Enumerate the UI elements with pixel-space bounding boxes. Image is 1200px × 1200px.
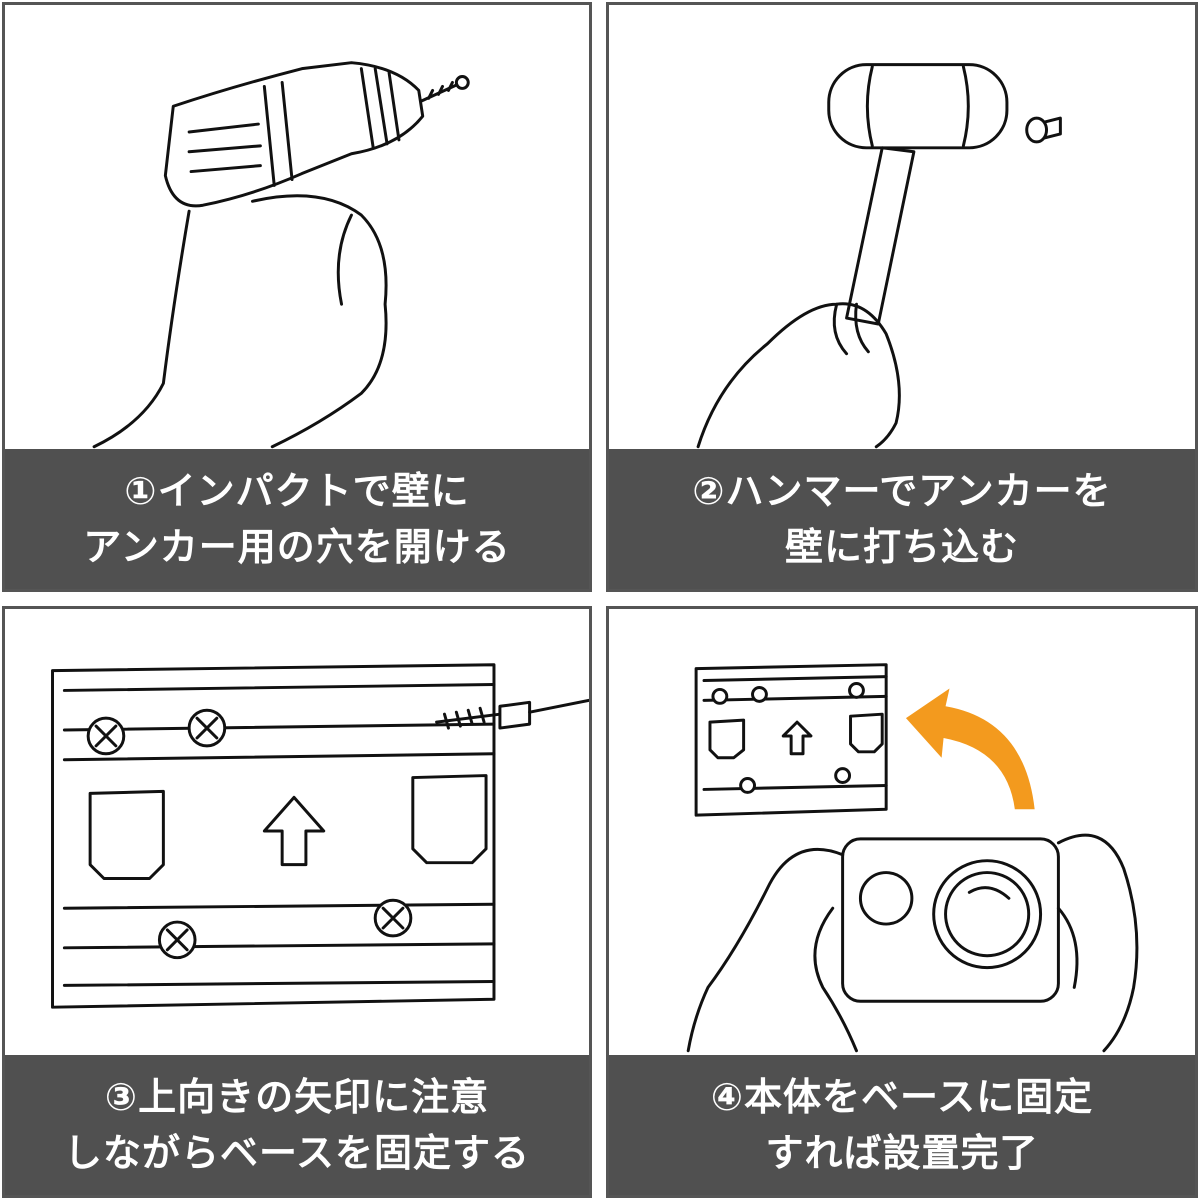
step-2-line-1: ②ハンマーでアンカーを (692, 469, 1112, 513)
step-1-caption: ①インパクトで壁に アンカー用の穴を開ける (5, 449, 589, 589)
step-2-line-2: 壁に打ち込む (784, 525, 1019, 569)
step-2-caption: ②ハンマーでアンカーを 壁に打ち込む (609, 449, 1195, 589)
step-4-line-1: ④本体をベースに固定 (710, 1075, 1094, 1119)
step-1-line-2: アンカー用の穴を開ける (83, 525, 511, 569)
camera-icon (686, 663, 1139, 1053)
step-4-panel: ④本体をベースに固定 すれば設置完了 (606, 606, 1198, 1198)
step-3-panel: ③上向きの矢印に注意 しながらベースを固定する (2, 606, 592, 1198)
step-1-panel: ①インパクトで壁に アンカー用の穴を開ける (2, 2, 592, 592)
mounting-base-icon (51, 663, 589, 1009)
step-3-caption: ③上向きの矢印に注意 しながらベースを固定する (5, 1055, 589, 1195)
step-3-line-2: しながらベースを固定する (63, 1131, 531, 1175)
step-3-line-1: ③上向きの矢印に注意 (104, 1075, 490, 1119)
drill-icon (92, 61, 470, 449)
step-1-line-1: ①インパクトで壁に (124, 469, 470, 513)
step-4-line-2: すれば設置完了 (765, 1131, 1039, 1175)
orange-arrow-icon (905, 688, 1035, 810)
step-2-panel: ②ハンマーでアンカーを 壁に打ち込む (606, 2, 1198, 592)
step-4-caption: ④本体をベースに固定 すれば設置完了 (609, 1055, 1195, 1195)
hammer-icon (696, 63, 1062, 449)
